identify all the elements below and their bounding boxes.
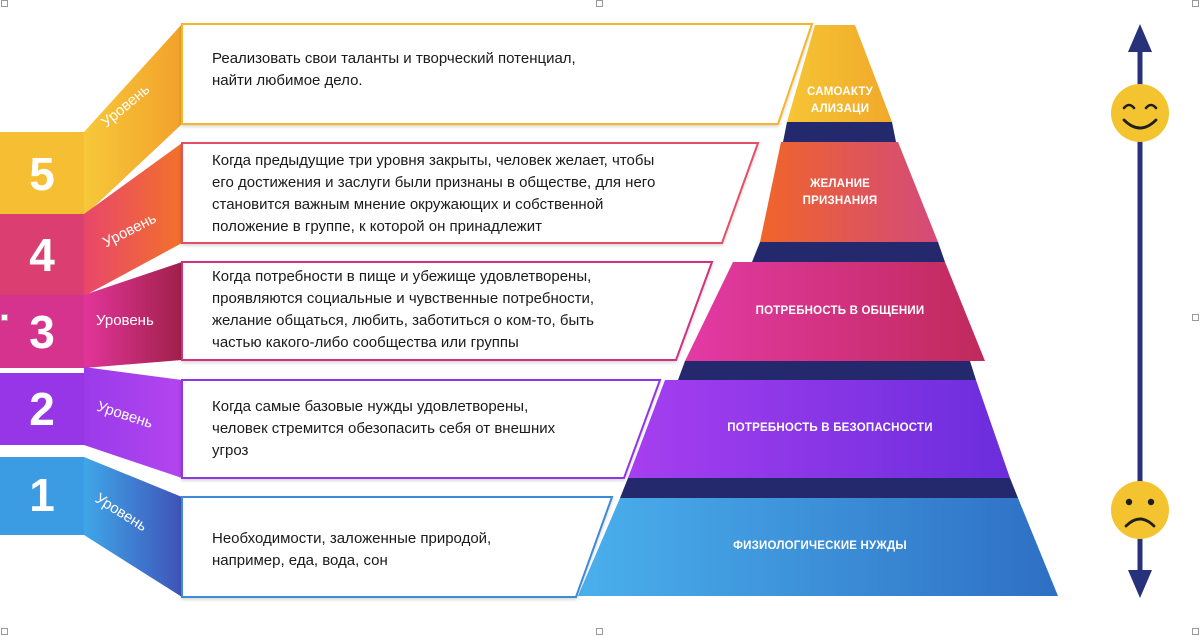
description-line: Когда потребности в пище и убежище удовл… (212, 268, 592, 285)
sad-face-icon (1111, 481, 1169, 539)
number-block-1 (0, 457, 84, 535)
description-line: например, еда, вода, сон (212, 552, 388, 569)
selection-handle[interactable] (1, 314, 8, 321)
level-description-5: Реализовать свои таланты и творческий по… (212, 48, 712, 92)
text-band-3 (181, 261, 714, 361)
smiling-face-icon (1111, 84, 1169, 142)
description-line: положение в группе, к которой он принадл… (212, 218, 542, 235)
description-line: желание общаться, любить, заботиться о к… (212, 312, 594, 329)
number-block-2 (0, 373, 84, 445)
selection-handle[interactable] (1192, 314, 1199, 321)
pyramid-gap-band (678, 361, 976, 380)
selection-handle[interactable] (1, 628, 8, 635)
pyramid-label-1: ФИЗИОЛОГИЧЕСКИЕ НУЖДЫ (733, 540, 907, 552)
pyramid-tier-3 (685, 262, 985, 361)
level-word-3: Уровень (96, 312, 154, 329)
selection-handle[interactable] (1192, 628, 1199, 635)
selection-handle[interactable] (1192, 0, 1199, 7)
pyramid-label-line: САМОАКТУ (807, 86, 873, 98)
text-band-4 (181, 142, 760, 244)
pyramid-label-4: ЖЕЛАНИЕ ПРИЗНАНИЯ (760, 176, 920, 210)
ribbon-fold-5 (84, 24, 182, 216)
text-band-5 (181, 23, 814, 125)
pyramid-gap-band (752, 242, 945, 262)
number-block-3 (0, 295, 84, 368)
description-line: проявляются социальные и чувственные пот… (212, 290, 594, 307)
pyramid-label-line: АЛИЗАЦИ (810, 103, 870, 115)
selection-handle[interactable] (596, 0, 603, 7)
pyramid-label-5: САМОАКТУ АЛИЗАЦИ (770, 84, 910, 118)
number-block-4 (0, 214, 84, 296)
level-description-3: Когда потребности в пище и убежище удовл… (212, 266, 712, 354)
text-band-1 (181, 496, 614, 598)
ribbon-fold-4 (84, 143, 182, 296)
pyramid-label-3: ПОТРЕБНОСТЬ В ОБЩЕНИИ (755, 305, 925, 317)
level-number-5: 5 (29, 148, 55, 200)
selection-handle[interactable] (596, 628, 603, 635)
ribbon-fold-3 (84, 262, 182, 368)
level-number-4: 4 (29, 229, 55, 281)
level-description-2: Когда самые базовые нужды удовлетворены,… (212, 396, 712, 462)
text-band-2 (181, 379, 662, 479)
description-line: становится важным мнение окружающих и со… (212, 196, 604, 213)
description-line: Когда предыдущие три уровня закрыты, чел… (212, 152, 655, 169)
pyramid-label-text: ЖЕЛАНИЕ ПРИЗНАНИЯ (802, 178, 878, 207)
ribbon-fold-1 (84, 457, 182, 597)
pyramid-tier-2 (628, 380, 1010, 478)
level-number-1: 1 (29, 469, 55, 521)
pyramid-tier-5 (787, 25, 892, 122)
level-description-1: Необходимости, заложенные природой, напр… (212, 528, 712, 572)
description-line: Необходимости, заложенные природой, (212, 530, 492, 547)
level-number-3: 3 (29, 306, 55, 358)
number-block-5 (0, 132, 84, 216)
pyramid-tier-1 (578, 498, 1058, 596)
description-line: найти любимое дело. (212, 72, 363, 89)
pyramid-gap-band (620, 478, 1018, 498)
pyramid-gap-band (783, 122, 896, 142)
arrow-up-icon (1128, 24, 1152, 52)
pyramid-tier-4 (760, 142, 938, 242)
description-line: Реализовать свои таланты и творческий по… (212, 50, 576, 67)
description-line: угроз (212, 442, 249, 459)
description-line: человек стремится обезопасить себя от вн… (212, 420, 556, 437)
description-line: его достижения и заслуги были признаны в… (212, 174, 656, 191)
level-number-2: 2 (29, 383, 55, 435)
ribbon-fold-2 (84, 367, 182, 478)
description-line: частью какого-либо сообщества или группы (212, 334, 519, 351)
pyramid-label-2: ПОТРЕБНОСТЬ В БЕЗОПАСНОСТИ (727, 422, 933, 434)
description-line: Когда самые базовые нужды удовлетворены, (212, 398, 529, 415)
arrow-down-icon (1128, 570, 1152, 598)
level-description-4: Когда предыдущие три уровня закрыты, чел… (212, 150, 712, 238)
selection-handle[interactable] (1, 0, 8, 7)
